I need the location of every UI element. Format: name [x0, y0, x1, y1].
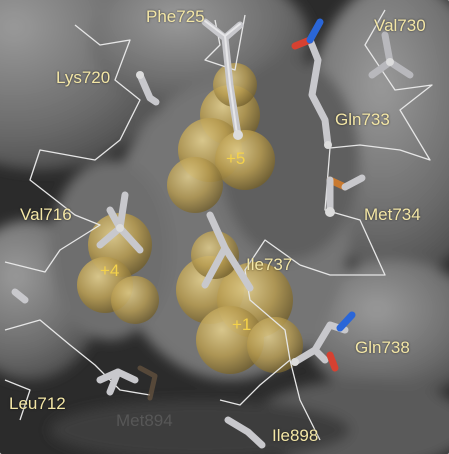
residue-label-leu712: Leu712 — [9, 394, 66, 413]
residue-label-ile898: Ile898 — [272, 426, 319, 445]
residue-label-gln733: Gln733 — [335, 110, 390, 129]
residue-label-ile737: Ile737 — [246, 255, 293, 274]
pocket-4-spheres — [77, 213, 159, 324]
pocket-1-spheres — [176, 231, 303, 374]
pocket-5-spheres — [167, 63, 275, 213]
backbone-trace — [4, 9, 433, 441]
residue-label-lys720: Lys720 — [56, 68, 111, 87]
residue-label-met894: Met894 — [116, 411, 173, 430]
pocket-label-plus1: +1 — [232, 315, 252, 334]
pocket-label-plus5: +5 — [226, 149, 246, 168]
residue-label-phe725: Phe725 — [146, 7, 205, 26]
residue-label-val716: Val716 — [20, 205, 72, 224]
residue-label-met734: Met734 — [364, 205, 421, 224]
pocket-label-plus4: +4 — [100, 261, 120, 280]
side-chain-sticks — [11, 18, 414, 449]
residue-label-val730: Val730 — [374, 16, 426, 35]
residue-label-gln738: Gln738 — [355, 338, 410, 357]
